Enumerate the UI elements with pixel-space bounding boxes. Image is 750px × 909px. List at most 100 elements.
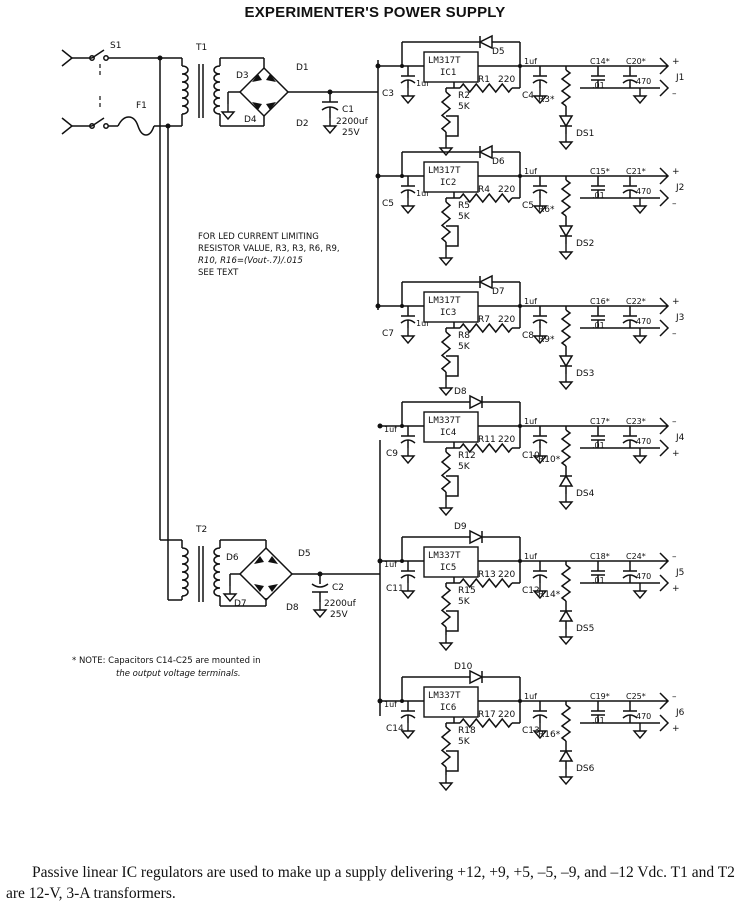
pot-value: 5K xyxy=(458,597,471,607)
jack-cap-a-value: .01 xyxy=(592,576,605,585)
jack-cap-b-label: C22* xyxy=(626,297,646,306)
jack-cap-b-label: C25* xyxy=(626,692,646,701)
d4-label: D4 xyxy=(244,115,257,125)
regulator-ic xyxy=(423,161,479,193)
jack-bottom-sign: + xyxy=(672,724,680,734)
jack-label: J1 xyxy=(675,73,684,83)
regulator-part: LM337T xyxy=(428,691,461,701)
jack-label: J5 xyxy=(675,568,684,578)
ac-input xyxy=(61,49,182,601)
regulator-ic xyxy=(423,291,479,323)
regulator-part: LM317T xyxy=(428,166,461,176)
d8-label: D8 xyxy=(286,603,299,613)
rset-value: 220 xyxy=(498,435,515,445)
rset-value: 220 xyxy=(498,710,515,720)
pot-label: R12 xyxy=(458,451,476,461)
cin-value: 1uf xyxy=(416,79,429,88)
cout-label: C12 xyxy=(522,586,540,596)
cin-value: 1uf xyxy=(384,560,397,569)
capacitor-note: * NOTE: Capacitors C14-C25 are mounted i… xyxy=(72,656,260,679)
jack-cap-b-label: C23* xyxy=(626,417,646,426)
regulator-ref: IC3 xyxy=(440,308,456,318)
jack-cap-a-value: .01 xyxy=(592,191,605,200)
protect-diode-label: D10 xyxy=(454,662,473,672)
d2-label: D2 xyxy=(296,119,309,129)
rset-label: R1 xyxy=(478,75,490,85)
rled-label: R3* xyxy=(538,95,555,105)
svg-text:R10, R16=(Vout-.7)/.015: R10, R16=(Vout-.7)/.015 xyxy=(198,256,303,266)
jack-label: J2 xyxy=(675,183,684,193)
d5-label: D5 xyxy=(298,549,311,559)
rled-label: R6* xyxy=(538,205,555,215)
led-resistor-note: FOR LED CURRENT LIMITING RESISTOR VALUE,… xyxy=(198,232,340,278)
regulator-ic xyxy=(423,411,479,443)
jack-cap-b-value: 470 xyxy=(636,712,651,721)
d3-label: D3 xyxy=(236,71,249,81)
jack-cap-a-value: .01 xyxy=(592,81,605,90)
regulator-part: LM337T xyxy=(428,551,461,561)
jack-cap-b-value: 470 xyxy=(636,317,651,326)
regulator-part: LM337T xyxy=(428,416,461,426)
cout-value: 1uf xyxy=(524,417,537,426)
jack-cap-a-label: C19* xyxy=(590,692,610,701)
bridge-rectifier-1 xyxy=(220,57,378,127)
jack-cap-a-label: C16* xyxy=(590,297,610,306)
pot-value: 5K xyxy=(458,737,471,747)
led-label: DS6 xyxy=(576,764,595,774)
d1-label: D1 xyxy=(296,63,309,73)
svg-text:* NOTE: Capacitors C14-C25 are: * NOTE: Capacitors C14-C25 are mounted i… xyxy=(72,656,260,666)
pot-value: 5K xyxy=(458,462,471,472)
jack-cap-a-value: .01 xyxy=(592,441,605,450)
cin-label: C11 xyxy=(386,584,404,594)
jack-cap-a-label: C14* xyxy=(590,57,610,66)
jack-cap-a-label: C15* xyxy=(590,167,610,176)
protect-diode-label: D6 xyxy=(492,157,505,167)
cin-value: 1uf xyxy=(384,425,397,434)
regulator-ref: IC2 xyxy=(440,178,456,188)
rled-label: R14* xyxy=(538,590,561,600)
pot-label: R5 xyxy=(458,201,470,211)
regulator-ic xyxy=(423,51,479,83)
pot-value: 5K xyxy=(458,342,471,352)
cin-value: 1uf xyxy=(416,319,429,328)
regulator-ic xyxy=(423,686,479,718)
jack-bottom-sign: + xyxy=(672,584,680,594)
c1-label: C1 xyxy=(342,105,354,115)
pot-value: 5K xyxy=(458,102,471,112)
rled-label: R9* xyxy=(538,335,555,345)
cin-label: C5 xyxy=(382,199,394,209)
t2-label: T2 xyxy=(195,525,207,535)
rled-label: R16* xyxy=(538,730,561,740)
jack-cap-a-label: C18* xyxy=(590,552,610,561)
led-label: DS3 xyxy=(576,369,594,379)
jack-label: J6 xyxy=(675,708,685,718)
cin-value: 1uf xyxy=(384,700,397,709)
regulator-ref: IC6 xyxy=(440,703,456,713)
cout-label: C8 xyxy=(522,331,534,341)
c2-label: C2 xyxy=(332,583,344,593)
jack-cap-a-value: .01 xyxy=(592,716,605,725)
cout-label: C10 xyxy=(522,451,540,461)
c1-voltage: 25V xyxy=(342,128,360,138)
svg-text:SEE TEXT: SEE TEXT xyxy=(198,268,239,278)
jack-bottom-sign: + xyxy=(672,449,680,459)
svg-text:the output voltage terminals.: the output voltage terminals. xyxy=(116,669,241,679)
cout-label: C5 xyxy=(522,201,534,211)
svg-text:RESISTOR VALUE, R3, R3, R6, R9: RESISTOR VALUE, R3, R3, R6, R9, xyxy=(198,244,340,254)
regulator-ic xyxy=(423,546,479,578)
cout-value: 1uf xyxy=(524,552,537,561)
fuse-label: F1 xyxy=(136,101,147,111)
d6-label: D6 xyxy=(226,553,239,563)
regulator-ref: IC4 xyxy=(440,428,456,438)
diagram-title: EXPERIMENTER'S POWER SUPPLY xyxy=(244,4,506,21)
jack-top-sign: – xyxy=(672,692,677,702)
regulator-ref: IC5 xyxy=(440,563,456,573)
jack-cap-a-label: C17* xyxy=(590,417,610,426)
pot-label: R8 xyxy=(458,331,470,341)
